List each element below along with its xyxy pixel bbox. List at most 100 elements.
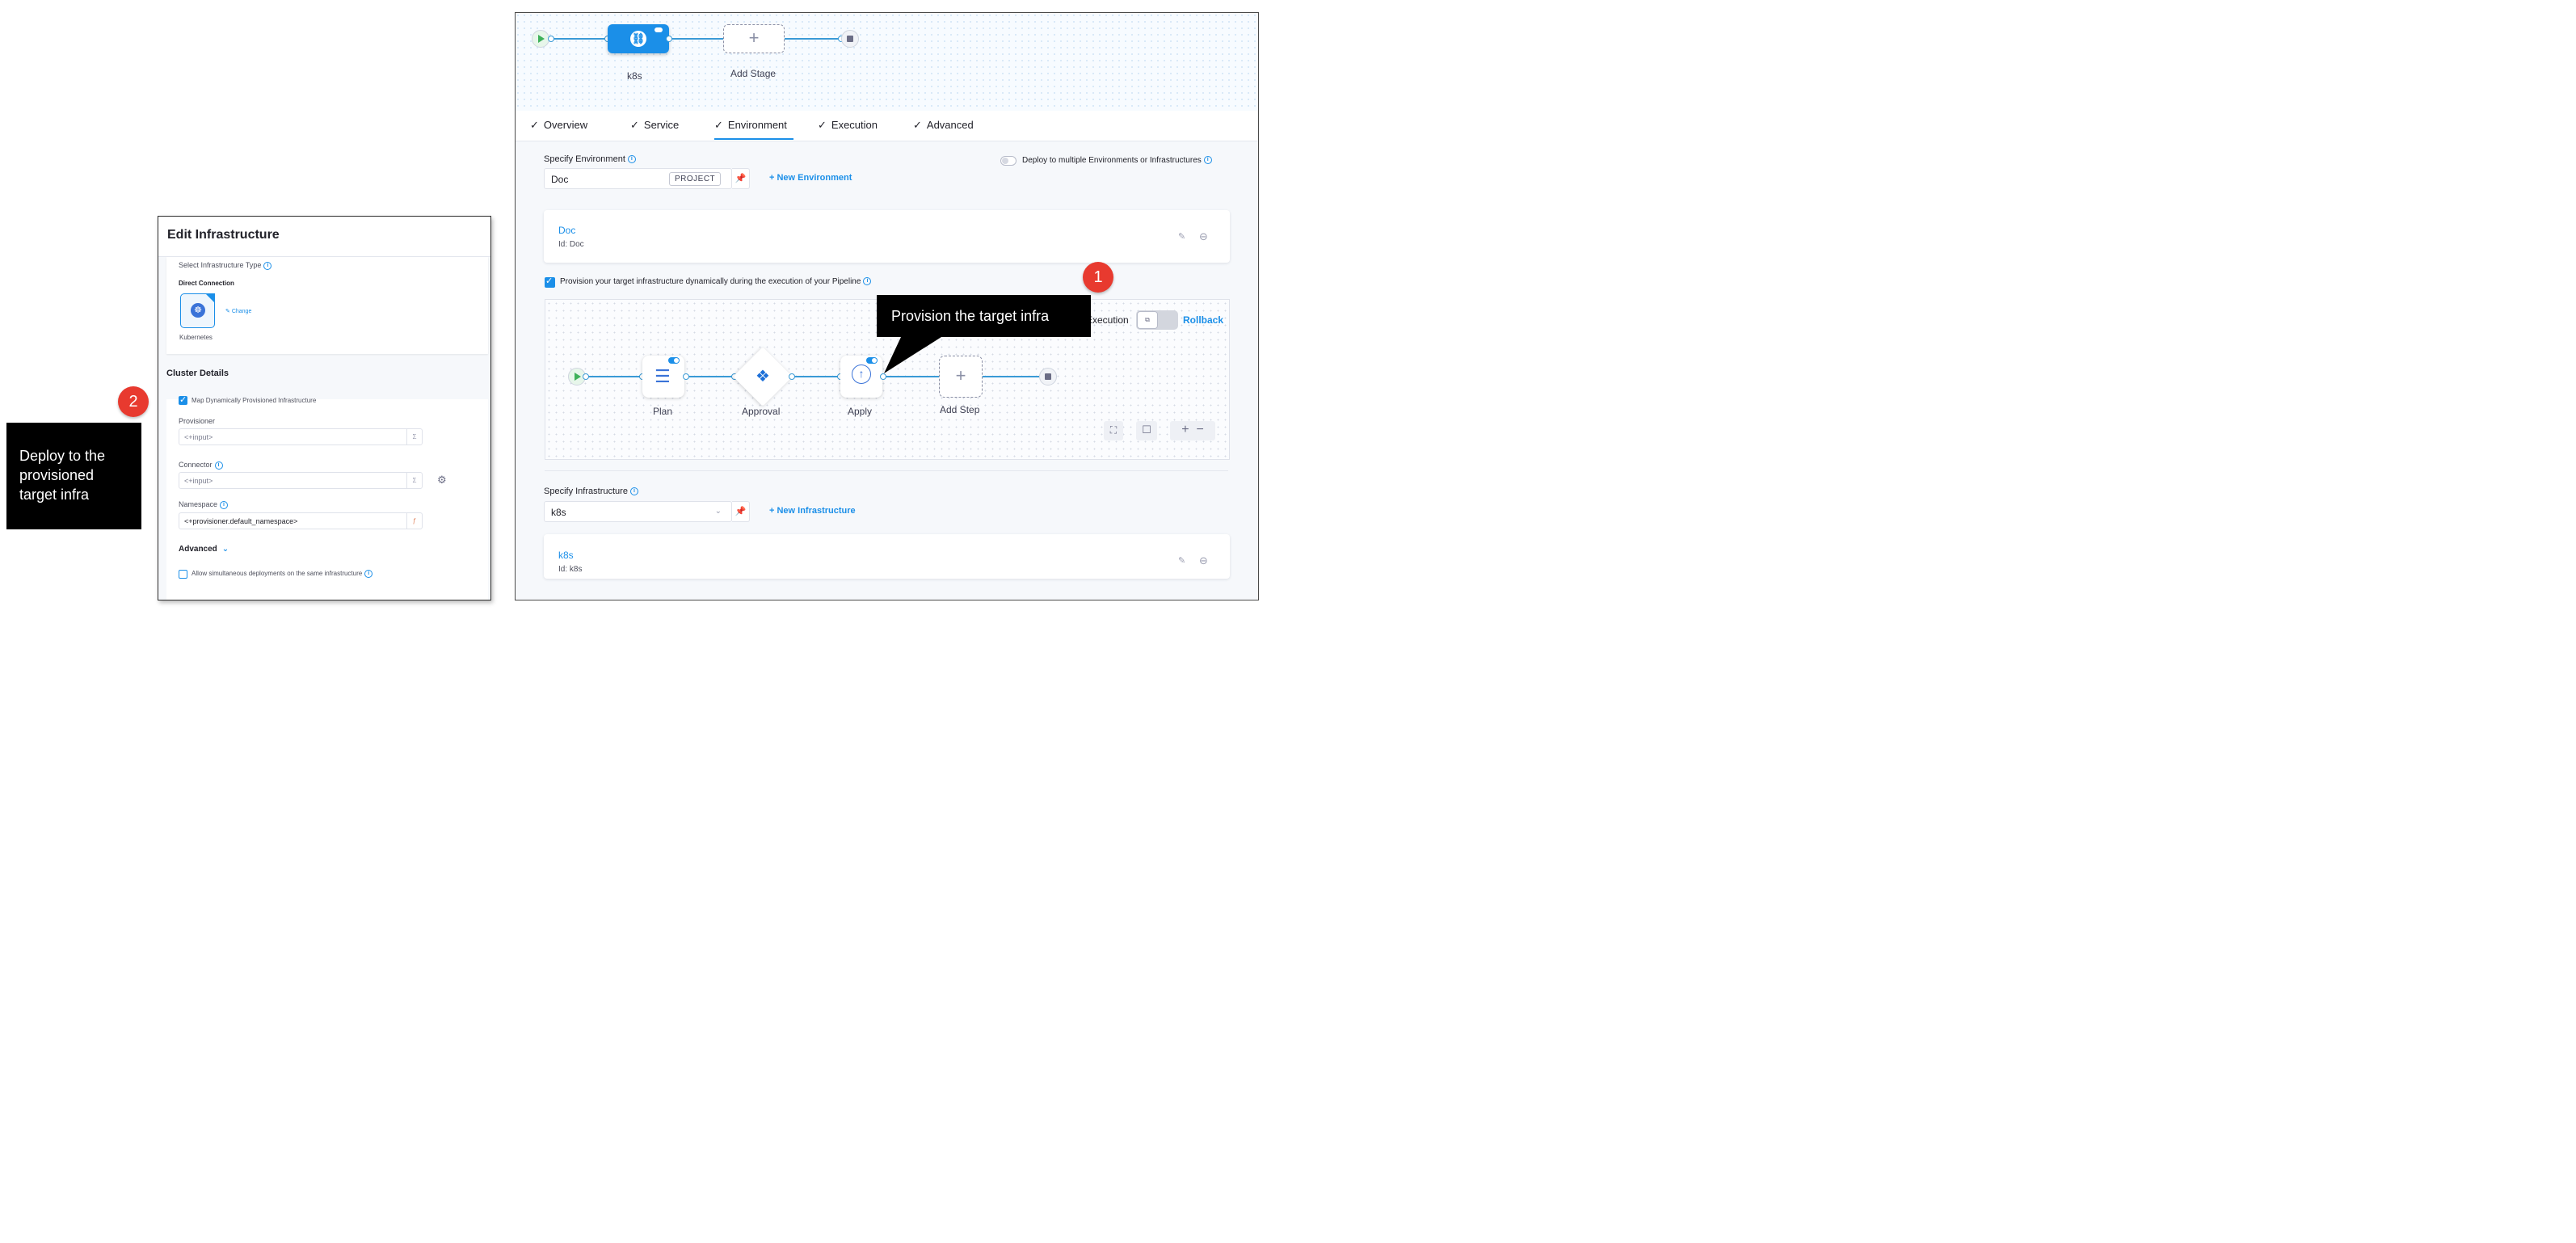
simultaneous-deploy-checkbox[interactable] bbox=[179, 570, 187, 579]
approval-icon: ❖ bbox=[756, 368, 770, 386]
check-icon: ✓ bbox=[530, 119, 539, 131]
multi-env-label: Deploy to multiple Environments or Infra… bbox=[1022, 156, 1212, 165]
new-environment-button[interactable]: + New Environment bbox=[769, 173, 852, 183]
direct-connection-label: Direct Connection bbox=[179, 280, 234, 287]
connector-input[interactable]: <+input> Σ bbox=[179, 472, 423, 489]
zoom-out-icon[interactable]: − bbox=[1196, 423, 1204, 436]
info-icon[interactable]: i bbox=[263, 261, 272, 270]
environment-card-title[interactable]: Doc bbox=[558, 225, 576, 236]
chevron-down-icon: ⌄ bbox=[714, 507, 722, 516]
infrastructure-type-card bbox=[166, 257, 488, 354]
edit-infrastructure-panel: Edit Infrastructure bbox=[158, 216, 491, 600]
execution-view-icon: ⧉ bbox=[1137, 311, 1158, 329]
plan-step[interactable]: ☰ bbox=[642, 356, 684, 398]
info-icon[interactable]: i bbox=[629, 487, 638, 496]
info-icon[interactable]: i bbox=[627, 155, 636, 164]
approval-step-label: Approval bbox=[742, 406, 781, 417]
rollback-link[interactable]: Rollback bbox=[1183, 314, 1224, 326]
terraform-plan-icon: ☰ bbox=[655, 366, 671, 386]
info-icon[interactable]: i bbox=[214, 461, 223, 470]
step-toggle-icon[interactable] bbox=[866, 357, 878, 364]
tab-service[interactable]: ✓Service bbox=[630, 119, 680, 131]
stage-toggle-icon bbox=[655, 27, 663, 32]
info-icon[interactable]: i bbox=[220, 500, 229, 509]
kubernetes-icon: ☸ bbox=[191, 303, 205, 318]
info-icon[interactable]: i bbox=[1203, 156, 1212, 165]
add-step-button[interactable]: + bbox=[939, 356, 983, 398]
step-end-node bbox=[1039, 368, 1057, 386]
tab-overview[interactable]: ✓Overview bbox=[530, 119, 588, 131]
environment-card[interactable] bbox=[544, 210, 1230, 263]
provision-label: Provision your target infrastructure dyn… bbox=[560, 277, 872, 286]
change-infra-type-link[interactable]: ✎ Change bbox=[225, 309, 252, 314]
gear-icon[interactable]: ⚙ bbox=[437, 474, 447, 486]
remove-icon[interactable]: ⊖ bbox=[1199, 230, 1208, 242]
provisioner-label: Provisioner bbox=[179, 417, 216, 425]
stage-tabs-bar bbox=[515, 111, 1259, 141]
kubernetes-tile[interactable]: ☸ bbox=[180, 293, 215, 328]
provision-checkbox[interactable] bbox=[545, 276, 555, 288]
stage-k8s-node[interactable]: ⛓ bbox=[608, 24, 669, 53]
edit-infrastructure-title: Edit Infrastructure bbox=[167, 228, 280, 242]
apply-step-label: Apply bbox=[848, 406, 873, 417]
new-infrastructure-button[interactable]: + New Infrastructure bbox=[769, 506, 856, 516]
stage-label: k8s bbox=[627, 70, 642, 82]
badge-1: 1 bbox=[1083, 262, 1113, 293]
map-dynamic-checkbox[interactable] bbox=[179, 394, 187, 405]
divider bbox=[545, 470, 1228, 471]
add-step-label: Add Step bbox=[940, 404, 980, 415]
expression-icon[interactable]: ƒ bbox=[406, 513, 422, 529]
edit-pencil-icon[interactable]: ✎ bbox=[1178, 556, 1186, 566]
zoom-in-icon[interactable]: + bbox=[1181, 423, 1189, 436]
infrastructure-card-title[interactable]: k8s bbox=[558, 550, 574, 561]
edit-infrastructure-header: Edit Infrastructure bbox=[158, 217, 490, 257]
infrastructure-card[interactable] bbox=[544, 534, 1230, 579]
execution-rollback-switch[interactable]: ⧉ bbox=[1136, 310, 1178, 330]
plan-step-label: Plan bbox=[653, 406, 673, 417]
simultaneous-deploy-label: Allow simultaneous deployments on the sa… bbox=[192, 570, 373, 578]
cluster-details-heading: Cluster Details bbox=[166, 369, 229, 378]
chevron-down-icon: ⌄ bbox=[221, 545, 229, 554]
pipeline-start-node bbox=[532, 30, 549, 48]
infrastructure-select[interactable]: k8s ⌄ bbox=[544, 501, 732, 522]
project-scope-badge: PROJECT bbox=[669, 172, 722, 186]
info-icon[interactable]: i bbox=[364, 570, 373, 578]
fit-screen-icon[interactable]: ⛶ bbox=[1104, 421, 1123, 440]
badge-2: 2 bbox=[118, 386, 149, 417]
advanced-section-toggle[interactable]: Advanced⌄ bbox=[179, 545, 229, 554]
pin-icon[interactable]: 📌 bbox=[732, 501, 750, 522]
add-stage-button[interactable]: + bbox=[723, 24, 785, 53]
map-dynamic-label: Map Dynamically Provisioned Infrastructu… bbox=[192, 397, 317, 404]
execution-label: Execution bbox=[1086, 314, 1129, 326]
infrastructure-card-id: Id: k8s bbox=[558, 565, 583, 574]
tab-execution[interactable]: ✓Execution bbox=[818, 119, 878, 131]
tab-environment[interactable]: ✓Environment bbox=[714, 119, 793, 140]
select-area-icon[interactable]: ☐ bbox=[1136, 421, 1157, 440]
remove-icon[interactable]: ⊖ bbox=[1199, 554, 1208, 567]
tab-advanced[interactable]: ✓Advanced bbox=[913, 119, 974, 131]
edit-pencil-icon[interactable]: ✎ bbox=[1178, 232, 1186, 242]
runtime-input-icon[interactable]: Σ bbox=[406, 473, 422, 488]
info-icon[interactable]: i bbox=[863, 277, 872, 286]
zoom-controls[interactable]: + − bbox=[1170, 421, 1215, 440]
provisioner-input[interactable]: <+input> Σ bbox=[179, 428, 423, 445]
multi-env-toggle[interactable] bbox=[1000, 156, 1017, 166]
runtime-input-icon[interactable]: Σ bbox=[406, 429, 422, 445]
terraform-apply-icon: ↑ bbox=[852, 364, 871, 384]
pipeline-end-node bbox=[841, 30, 859, 48]
callout-deploy: Deploy to the provisioned target infra bbox=[6, 423, 141, 529]
deploy-stage-icon: ⛓ bbox=[630, 31, 646, 47]
kubernetes-label: Kubernetes bbox=[179, 334, 213, 341]
check-icon: ✓ bbox=[630, 119, 639, 131]
callout-provision: Provision the target infra bbox=[877, 295, 1091, 337]
check-icon: ✓ bbox=[818, 119, 827, 131]
selected-corner-icon bbox=[205, 293, 215, 303]
step-toggle-icon[interactable] bbox=[668, 357, 680, 364]
namespace-input[interactable]: <+provisioner.default_namespace> ƒ bbox=[179, 512, 423, 529]
pin-icon[interactable]: 📌 bbox=[732, 168, 750, 189]
